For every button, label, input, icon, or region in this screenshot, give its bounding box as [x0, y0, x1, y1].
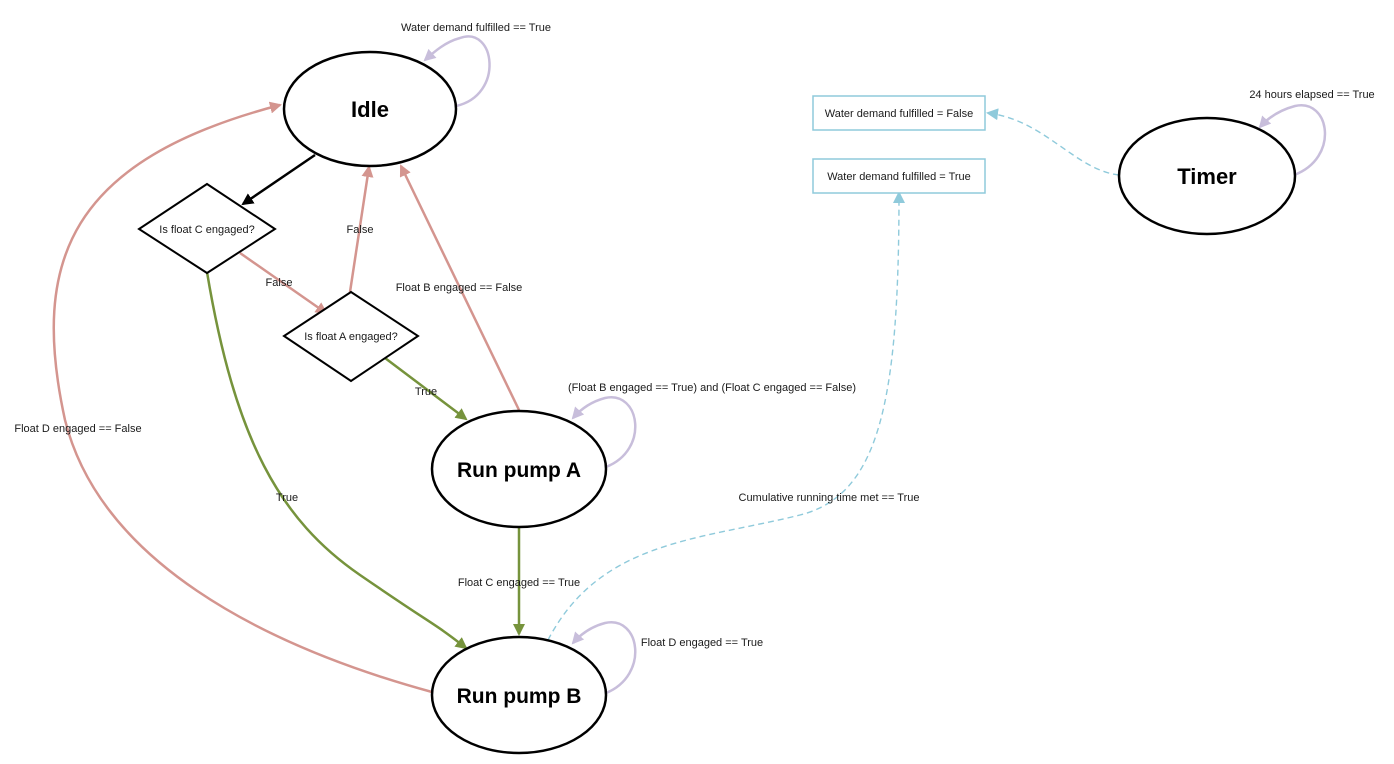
box-demand-true[interactable]: [812, 158, 986, 194]
decision-float-c-label: Is float C engaged?: [159, 224, 254, 236]
decision-float-c[interactable]: [137, 182, 277, 275]
loop-timer: [1258, 104, 1327, 177]
label-float-d-true: Float D engaged == True: [641, 637, 763, 649]
edge-pump-b-to-idle: [52, 101, 433, 694]
edge-idle-to-dec-c: [241, 153, 316, 206]
label-a-false: False: [347, 224, 374, 236]
edge-dec-c-false: [239, 251, 328, 315]
loop-idle: [423, 35, 491, 108]
label-timer-loop: 24 hours elapsed == True: [1249, 89, 1374, 101]
edge-dec-a-true: [384, 357, 468, 421]
state-idle[interactable]: [282, 50, 458, 168]
edge-pump-a-to-idle: [399, 164, 521, 411]
state-timer-label: Timer: [1177, 164, 1237, 189]
loop-pump-b: [571, 621, 637, 695]
state-run-pump-a[interactable]: [430, 409, 608, 529]
state-timer[interactable]: [1117, 116, 1297, 236]
label-pump-a-loop: (Float B engaged == True) and (Float C e…: [568, 382, 856, 394]
label-float-d-false: Float D engaged == False: [14, 423, 141, 435]
state-idle-label: Idle: [351, 97, 389, 122]
label-c-false: False: [266, 277, 293, 289]
edge-dec-c-true: [205, 271, 468, 650]
decision-float-a-label: Is float A engaged?: [304, 331, 398, 343]
box-demand-false[interactable]: [812, 95, 986, 131]
box-demand-true-label: Water demand fulfilled = True: [827, 171, 971, 183]
label-c-true: True: [276, 492, 298, 504]
label-float-c-true: Float C engaged == True: [458, 577, 580, 589]
label-cumulative: Cumulative running time met == True: [739, 492, 920, 504]
label-idle-loop: Water demand fulfilled == True: [401, 22, 551, 34]
state-run-pump-b-label: Run pump B: [457, 685, 582, 708]
state-run-pump-b[interactable]: [430, 635, 608, 755]
label-b-false: Float B engaged == False: [396, 282, 523, 294]
loop-pump-a: [571, 396, 637, 469]
edge-dec-a-false: [348, 165, 374, 293]
edge-timer-to-box-false: [986, 108, 1120, 176]
decision-float-a[interactable]: [282, 290, 420, 383]
edge-pump-b-to-box-true: [547, 191, 905, 641]
state-run-pump-a-label: Run pump A: [457, 459, 581, 482]
label-a-true: True: [415, 386, 437, 398]
box-demand-false-label: Water demand fulfilled = False: [825, 108, 973, 120]
